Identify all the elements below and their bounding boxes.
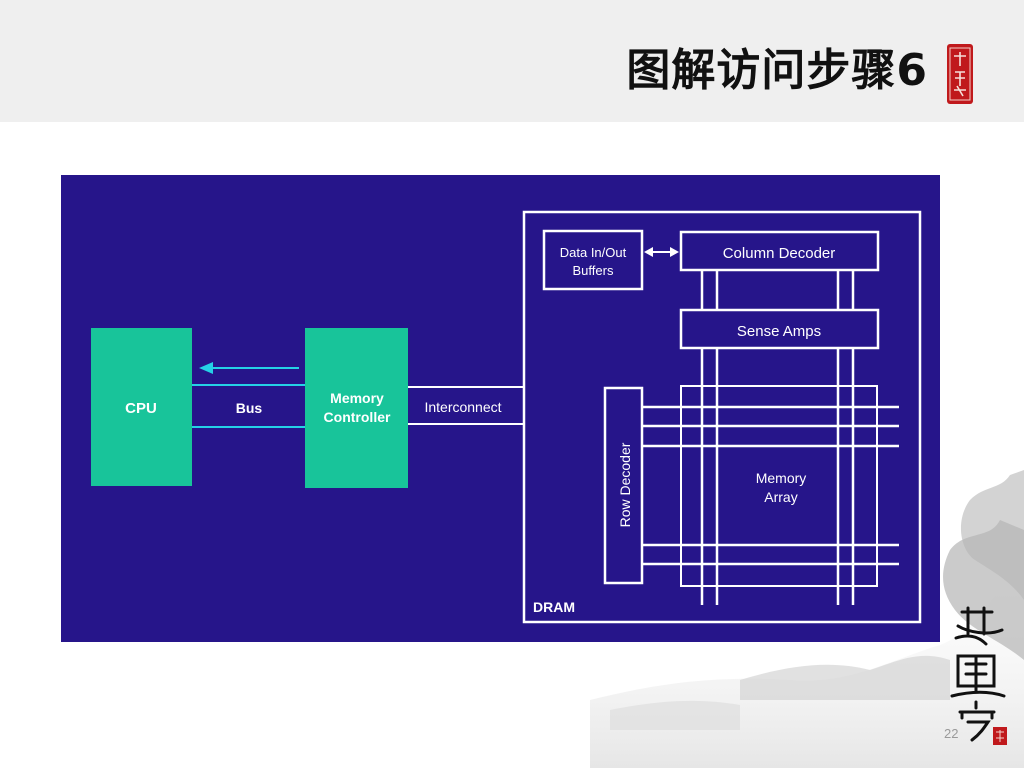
calligraphy-decoration — [950, 606, 1006, 742]
page-number: 22 — [944, 726, 959, 741]
word-lines — [642, 405, 899, 566]
memory-array-label-line1: Memory — [756, 470, 807, 486]
small-red-seal-icon — [993, 727, 1007, 745]
sense-amps-box — [679, 308, 880, 350]
data-buffers-label-line1: Data In/Out — [560, 245, 627, 260]
row-decoder-label: Row Decoder — [617, 442, 633, 527]
memory-array-box — [680, 385, 878, 587]
memory-controller-label-line1: Memory — [330, 390, 384, 406]
slide-header — [0, 0, 1024, 122]
ink-landscape-decoration — [590, 470, 1024, 768]
bit-lines — [700, 270, 855, 605]
cpu-label: CPU — [125, 400, 157, 417]
right-arrowhead-icon — [670, 247, 679, 257]
row-decoder-box — [603, 386, 644, 585]
column-decoder-box — [679, 230, 880, 272]
bus-label: Bus — [236, 400, 263, 416]
sense-amps-label: Sense Amps — [737, 323, 821, 340]
memory-array-label-line2: Array — [764, 489, 797, 505]
dram-outline — [522, 210, 922, 624]
data-buffers-box — [542, 229, 644, 291]
memory-controller-label-line2: Controller — [324, 409, 391, 425]
slide-title: 图解访问步骤6 — [626, 45, 928, 96]
cpu-box — [91, 328, 192, 486]
interconnect-label: Interconnect — [424, 399, 501, 415]
left-arrowhead-icon — [644, 247, 653, 257]
dram-label: DRAM — [533, 599, 575, 615]
memory-controller-box — [305, 328, 408, 488]
dram-architecture-diagram: CPU Memory Controller Bus Interconnect D… — [61, 175, 940, 642]
bus-arrowhead-icon — [199, 362, 213, 374]
data-buffers-label-line2: Buffers — [573, 263, 614, 278]
column-decoder-label: Column Decoder — [723, 245, 836, 262]
red-seal-icon — [947, 44, 973, 104]
